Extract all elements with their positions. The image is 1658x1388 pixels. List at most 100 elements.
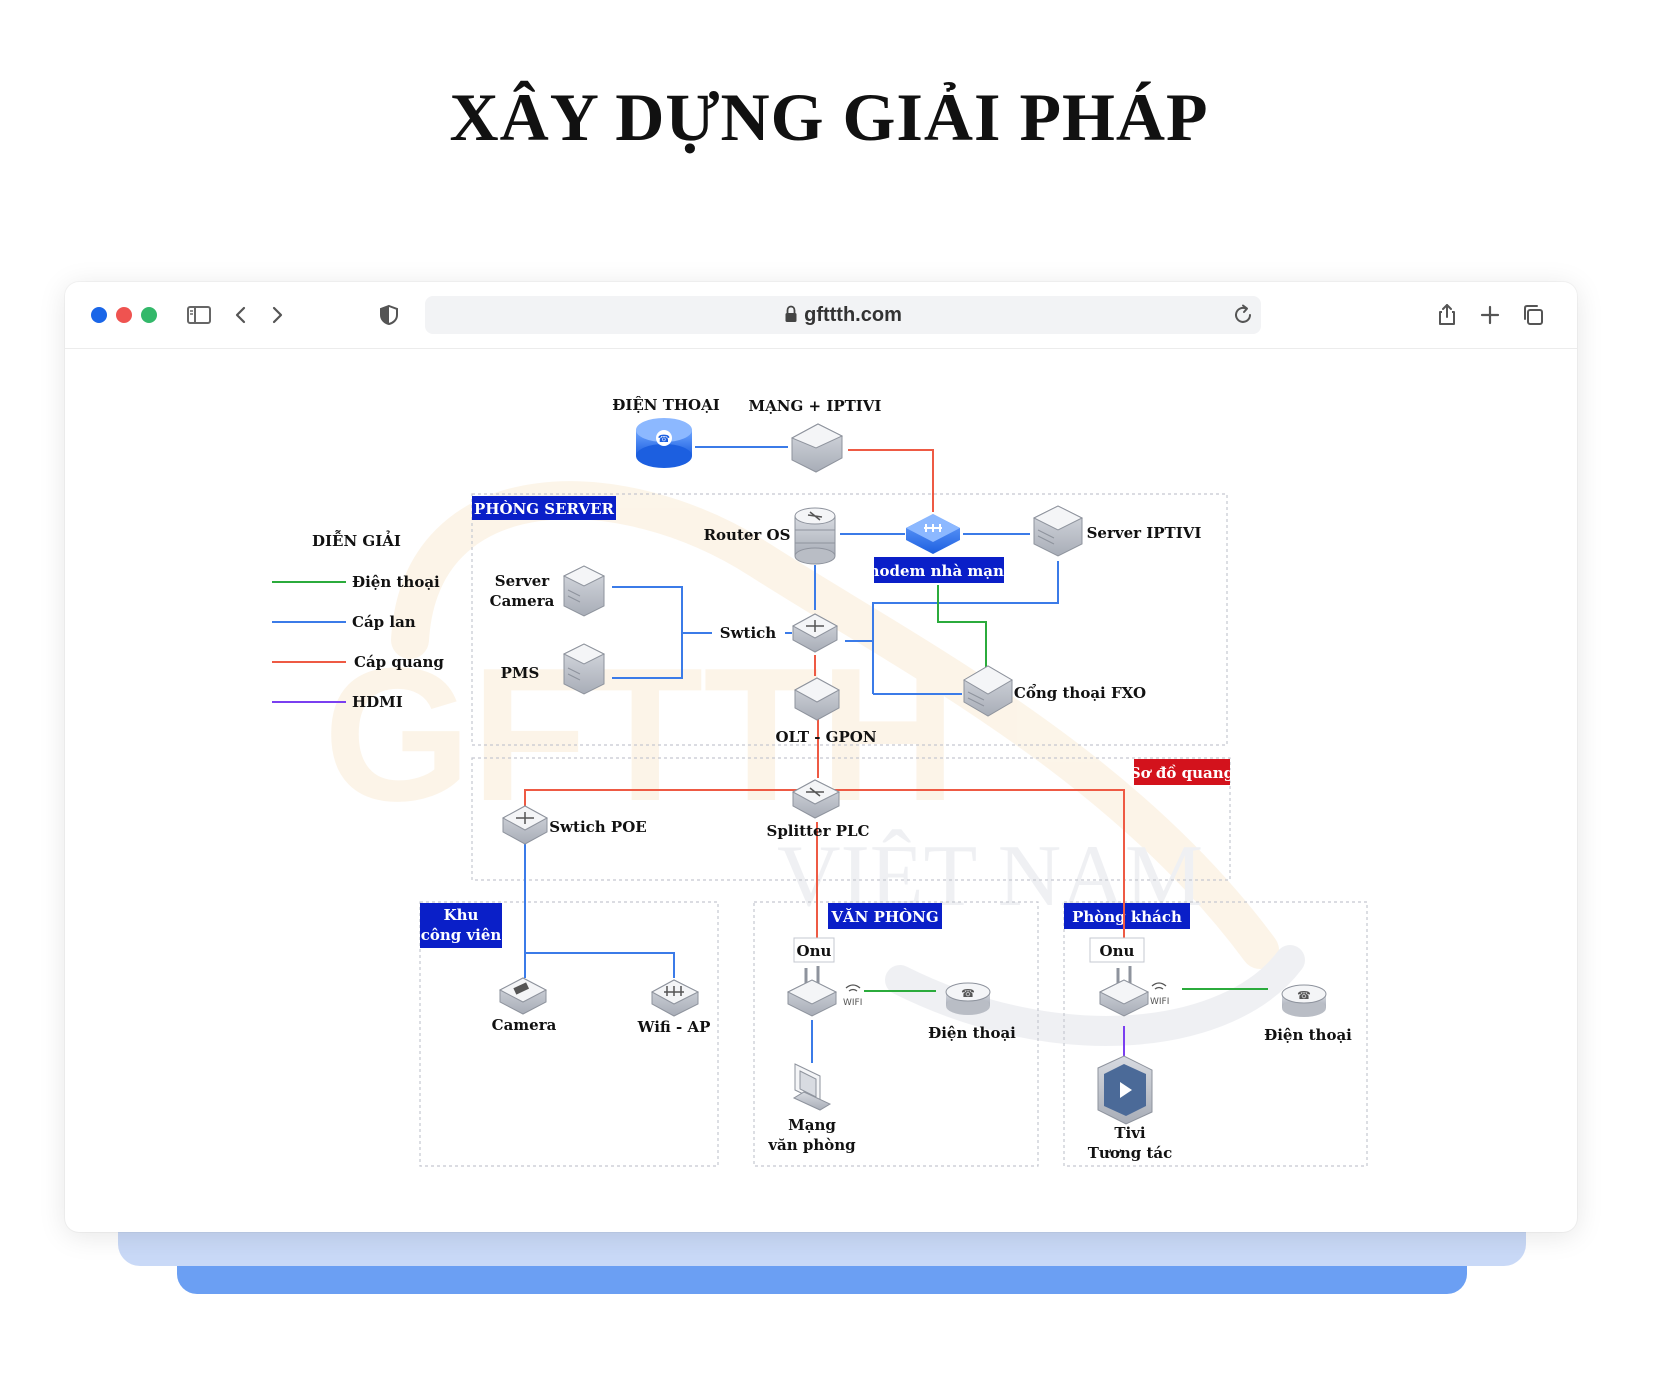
- svg-text:Onu: Onu: [797, 942, 832, 960]
- label-phone-top: ĐIỆN THOẠI: [612, 396, 720, 414]
- lock-icon: [785, 305, 797, 322]
- new-tab-icon[interactable]: [1476, 301, 1504, 329]
- legend: DIỄN GIẢI Điện thoại Cáp lan Cáp quang H…: [272, 529, 444, 711]
- legend-item-phone: Điện thoại: [352, 573, 440, 591]
- splitter-plc-icon: [791, 779, 841, 819]
- zone-office: [753, 901, 1039, 1167]
- legend-item-fiber: Cáp quang: [354, 653, 444, 671]
- label-pms: PMS: [501, 664, 540, 682]
- olt-gpon-icon: [793, 677, 841, 721]
- office-network-pc-icon: [792, 1063, 832, 1111]
- label-router-os: Router OS: [704, 526, 791, 544]
- label-phone-office: Điện thoại: [928, 1024, 1016, 1042]
- window-control-blue[interactable]: [91, 307, 107, 323]
- label-olt: OLT - GPON: [775, 728, 876, 746]
- switch-icon: [791, 613, 839, 653]
- share-icon[interactable]: [1433, 301, 1461, 329]
- label-office-net-2: văn phòng: [767, 1136, 856, 1154]
- label-tv-2: Tương tác: [1088, 1144, 1172, 1162]
- camera-icon: [498, 977, 548, 1015]
- fiber-line-iptv-to-modem: [848, 449, 934, 512]
- zone-label-office: VĂN PHÒNG: [828, 903, 942, 929]
- lan-line-servers-to-switch: [612, 586, 792, 679]
- svg-text:Phòng khách: Phòng khách: [1072, 908, 1182, 926]
- url-text: gfttth.com: [804, 304, 902, 326]
- onu-guest-icon: [1098, 966, 1150, 1017]
- svg-text:☎: ☎: [961, 987, 975, 1000]
- tabs-overview-icon[interactable]: [1519, 301, 1547, 329]
- ip-phone-icon: ☎: [636, 418, 692, 468]
- modem-icon: [906, 514, 960, 554]
- window-control-red[interactable]: [116, 307, 132, 323]
- forward-icon[interactable]: [263, 301, 291, 329]
- label-phone-guest: Điện thoại: [1264, 1026, 1352, 1044]
- label-internet-iptv: MẠNG + IPTIVI: [749, 397, 882, 415]
- watermark-text-1: GFTTH: [323, 629, 956, 841]
- server-iptv-icon: [1032, 505, 1084, 557]
- phone-line-modem-to-fxo: [937, 585, 987, 668]
- onu-office-label: Onu: [793, 937, 835, 963]
- url-display: gfttth.com: [425, 304, 1261, 327]
- label-tv-1: Tivi: [1114, 1124, 1146, 1142]
- zone-server-room: [471, 493, 1228, 746]
- lan-line-switch-to-fxo-iptv: [845, 561, 1059, 695]
- onu-guest-label: Onu: [1089, 937, 1145, 963]
- wifi-tag-guest: WIFI: [1150, 982, 1169, 1007]
- label-server-iptv: Server IPTIVI: [1087, 524, 1202, 542]
- svg-text:☎: ☎: [1297, 989, 1311, 1002]
- wifi-tag-office: WIFI: [843, 984, 862, 1008]
- label-switch-poe: Swtich POE: [549, 818, 646, 836]
- fxo-gateway-icon: [963, 665, 1013, 717]
- zone-label-staff-area: Khu công viên: [420, 903, 502, 948]
- router-os-icon: [794, 507, 836, 565]
- label-splitter: Splitter PLC: [766, 822, 869, 840]
- zone-label-server-room: PHÒNG SERVER: [472, 496, 616, 520]
- label-office-net-1: Mạng: [788, 1116, 836, 1134]
- zone-staff-area: [419, 901, 719, 1167]
- phone-office-icon: ☎: [945, 982, 991, 1015]
- legend-title: DIỄN GIẢI: [312, 529, 401, 550]
- onu-office-icon: [786, 966, 838, 1017]
- zone-label-fiber-map: Sơ đồ quang: [1130, 759, 1235, 785]
- phone-guest-icon: ☎: [1281, 984, 1327, 1017]
- svg-text:Sơ đồ quang: Sơ đồ quang: [1130, 764, 1235, 782]
- node-labels: ĐIỆN THOẠI MẠNG + IPTIVI Router OS Serve…: [490, 396, 1353, 1162]
- page-title: XÂY DỰNG GIẢI PHÁP: [449, 79, 1209, 155]
- svg-text:Onu: Onu: [1100, 942, 1135, 960]
- server-camera-icon: [562, 565, 606, 617]
- zone-guest-room: [1063, 901, 1368, 1167]
- svg-text:modem nhà mạng: modem nhà mạng: [864, 562, 1015, 580]
- reload-icon[interactable]: [1229, 301, 1257, 329]
- label-server-camera-2: Camera: [490, 592, 555, 610]
- switch-poe-icon: [501, 805, 549, 845]
- label-wifi-ap: Wifi - AP: [637, 1018, 711, 1036]
- svg-text:công viên: công viên: [421, 926, 502, 944]
- label-camera: Camera: [492, 1016, 557, 1034]
- lan-line-poe-to-devices: [524, 844, 675, 978]
- label-server-camera-1: Server: [495, 572, 551, 590]
- back-icon[interactable]: [227, 301, 255, 329]
- zone-fiber-map: [471, 757, 1231, 881]
- legend-item-hdmi: HDMI: [352, 693, 403, 711]
- internet-cloud-icon: [790, 423, 844, 473]
- window-control-green[interactable]: [141, 307, 157, 323]
- pms-server-icon: [562, 643, 606, 695]
- svg-text:PHÒNG SERVER: PHÒNG SERVER: [474, 500, 615, 518]
- svg-text:VĂN PHÒNG: VĂN PHÒNG: [830, 908, 938, 926]
- svg-text:WIFI: WIFI: [1150, 997, 1169, 1007]
- svg-text:WIFI: WIFI: [843, 998, 862, 1008]
- modem-label: modem nhà mạng: [864, 557, 1015, 583]
- svg-text:Khu: Khu: [444, 906, 479, 924]
- interactive-tv-icon: [1097, 1055, 1153, 1125]
- browser-toolbar: gfttth.com: [65, 282, 1577, 349]
- zone-label-guest-room: Phòng khách: [1064, 903, 1190, 929]
- legend-item-lan: Cáp lan: [352, 613, 416, 631]
- svg-text:☎: ☎: [658, 434, 670, 445]
- address-bar[interactable]: gfttth.com: [425, 296, 1261, 334]
- label-fxo: Cổng thoại FXO: [1014, 684, 1146, 702]
- privacy-shield-icon[interactable]: [375, 301, 403, 329]
- wifi-ap-icon: [650, 979, 700, 1017]
- sidebar-toggle-icon[interactable]: [185, 301, 213, 329]
- label-switch: Swtich: [720, 624, 777, 642]
